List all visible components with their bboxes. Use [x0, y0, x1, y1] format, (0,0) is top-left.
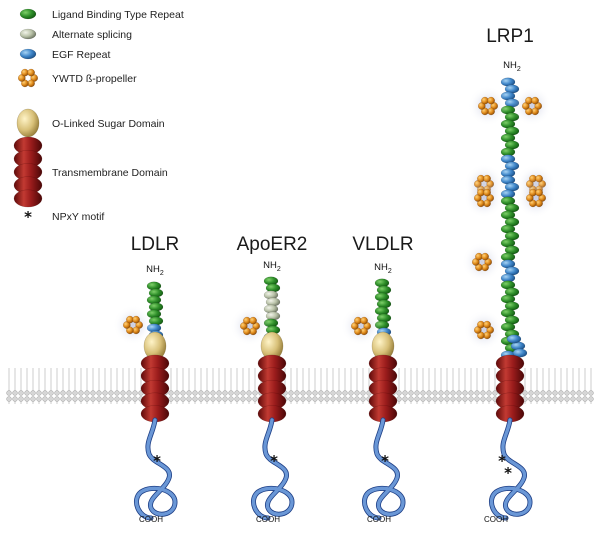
ywtd-propeller: [113, 305, 153, 345]
egf-repeat: [512, 348, 528, 358]
legend-label: Transmembrane Domain: [52, 167, 168, 179]
nh-text: NH: [503, 60, 517, 71]
nh-subscript: 2: [517, 66, 521, 73]
npxy-motif-2: *: [504, 464, 512, 482]
propeller-halo: [464, 178, 504, 218]
transmembrane-segment: [13, 189, 43, 208]
transmembrane-domain: [495, 354, 525, 423]
ligand-binding-repeat-icon: [19, 8, 37, 20]
nh2-label: NH2: [146, 264, 164, 277]
ywtd-propeller: [516, 178, 556, 218]
legend-label: EGF Repeat: [52, 49, 110, 61]
cooh-label: COOH: [367, 515, 391, 524]
legend-item-0: Ligand Binding Type Repeat: [19, 8, 184, 21]
cytoplasmic-tail: [362, 417, 406, 521]
propeller-halo: [462, 242, 502, 282]
propeller-blade: [483, 188, 491, 197]
ywtd-propeller: [464, 310, 504, 350]
ywtd-propeller: [464, 178, 504, 218]
egf-repeat-icon: [19, 48, 37, 60]
cytoplasmic-tail: [362, 418, 405, 520]
propeller-blade: [531, 96, 539, 105]
transmembrane-domain: [140, 354, 170, 423]
receptor-ldlr: LDLR NH2 * COOH: [113, 234, 179, 524]
cytoplasmic-tail: [251, 417, 295, 521]
ywtd-propeller: [341, 306, 381, 346]
legend-item-6: * NPxY motif: [24, 208, 104, 226]
receptor-title: LRP1: [486, 26, 534, 47]
transmembrane-domain-icon: [13, 136, 43, 208]
nh2-label: NH2: [263, 260, 281, 273]
nh-subscript: 2: [388, 268, 392, 275]
ywtd-propeller-icon: [17, 68, 39, 88]
receptor-title: VLDLR: [352, 234, 413, 255]
nh-text: NH: [263, 260, 277, 271]
nh-subscript: 2: [160, 270, 164, 277]
propeller-blade: [132, 315, 140, 324]
cooh-label: COOH: [139, 515, 163, 524]
receptors: LDLRNH2*COOHApoER2NH2*COOHVLDLRNH2*COOHL…: [113, 26, 556, 524]
legend-item-5: Transmembrane Domain: [13, 136, 168, 208]
propeller-halo: [341, 306, 381, 346]
propeller-blade: [481, 252, 489, 261]
propeller-halo: [516, 178, 556, 218]
receptor-title: LDLR: [131, 234, 180, 255]
nh-text: NH: [374, 262, 388, 273]
legend-item-2: EGF Repeat: [19, 48, 110, 61]
egf-repeat: [506, 334, 522, 344]
ywtd-propeller: [462, 242, 502, 282]
propeller-blade: [27, 68, 35, 77]
legend-label: NPxY motif: [52, 211, 104, 223]
receptor-vldlr: VLDLR NH2 * COOH: [341, 234, 414, 524]
nh-text: NH: [146, 264, 160, 275]
npxy-motif-1: *: [498, 452, 506, 470]
cooh-label: COOH: [484, 515, 508, 524]
ywtd-propeller: [512, 86, 552, 126]
propeller-blade: [360, 316, 368, 325]
npxy-motif: *: [153, 452, 161, 470]
ywtd-propeller: [230, 306, 270, 346]
o-linked-sugar-icon: [16, 108, 40, 138]
alternate-splicing-icon: [19, 28, 37, 40]
receptor-title: ApoER2: [237, 234, 308, 255]
propeller-halo: [512, 86, 552, 126]
propeller-halo: [113, 305, 153, 345]
cytoplasmic-tail: [489, 417, 533, 521]
propeller-blade: [249, 316, 257, 325]
nh2-label: NH2: [374, 262, 392, 275]
npxy-motif: *: [381, 452, 389, 470]
transmembrane-domain: [368, 354, 398, 423]
cytoplasmic-tail: [134, 417, 178, 521]
legend-label: Alternate splicing: [52, 29, 132, 41]
legend-label: O-Linked Sugar Domain: [52, 118, 165, 130]
cell-membrane: [6, 368, 594, 404]
propeller-blade: [535, 188, 543, 197]
propeller-halo: [230, 306, 270, 346]
propeller-blade: [483, 320, 491, 329]
cytoplasmic-tail: [489, 418, 532, 520]
cooh-label: COOH: [256, 515, 280, 524]
legend-item-3: YWTD ß-propeller: [17, 68, 137, 88]
npxy-asterisk-icon: *: [24, 208, 32, 226]
legend-label: Ligand Binding Type Repeat: [52, 9, 184, 21]
npxy-motif: *: [270, 452, 278, 470]
propeller-halo: [468, 86, 508, 126]
cytoplasmic-tail: [251, 418, 294, 520]
propeller-blade: [487, 96, 495, 105]
legend-label: YWTD ß-propeller: [52, 73, 137, 85]
legend-item-4: O-Linked Sugar Domain: [16, 108, 165, 138]
propeller-halo: [464, 310, 504, 350]
legend-item-1: Alternate splicing: [19, 28, 132, 41]
cytoplasmic-tail: [134, 418, 177, 520]
ywtd-propeller: [468, 86, 508, 126]
transmembrane-domain: [257, 354, 287, 423]
nh-subscript: 2: [277, 266, 281, 273]
nh2-label: NH2: [503, 60, 521, 73]
